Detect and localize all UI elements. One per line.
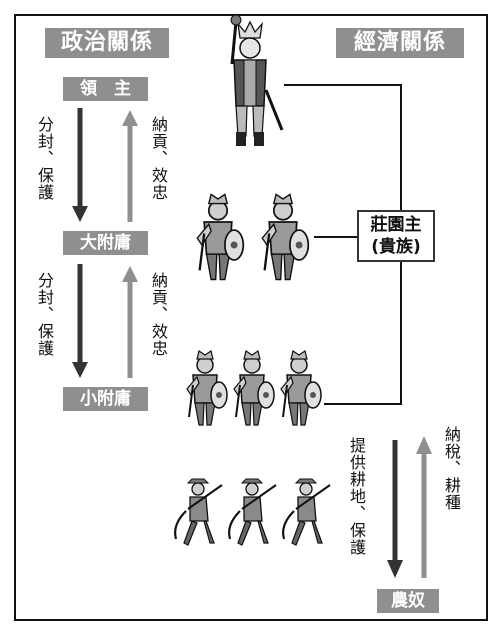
lesser-vassal-figures — [186, 350, 322, 426]
grant-protect-label-lower: 分封、保護 — [35, 272, 54, 357]
manor-lord-box: 莊園主 (貴族) — [357, 210, 435, 262]
economic-arrows — [387, 436, 432, 578]
serf-figures — [174, 477, 332, 547]
economic-relations-header: 經濟關係 — [336, 28, 464, 58]
manor-lord-label: 莊園主 — [370, 215, 422, 235]
great-vassal-figures — [196, 193, 310, 281]
political-arrows — [72, 108, 138, 378]
manor-lord-nobility-label: (貴族) — [371, 237, 421, 257]
lesser-vassal-box: 小附庸 — [63, 387, 148, 411]
grant-protect-label-upper: 分封、保護 — [35, 116, 54, 201]
lord-box: 領 主 — [63, 77, 148, 101]
tribute-loyalty-label-lower: 納貢、效忠 — [149, 272, 168, 357]
great-vassal-box: 大附庸 — [63, 231, 148, 255]
serf-box: 農奴 — [377, 589, 439, 613]
political-relations-header: 政治關係 — [45, 28, 169, 58]
lord-figure — [230, 14, 284, 146]
provide-land-protect-label: 提供耕地、保護 — [347, 437, 366, 556]
tax-farming-label: 納稅、耕種 — [442, 426, 461, 511]
tribute-loyalty-label-upper: 納貢、效忠 — [149, 116, 168, 201]
manor-bracket — [284, 84, 402, 405]
